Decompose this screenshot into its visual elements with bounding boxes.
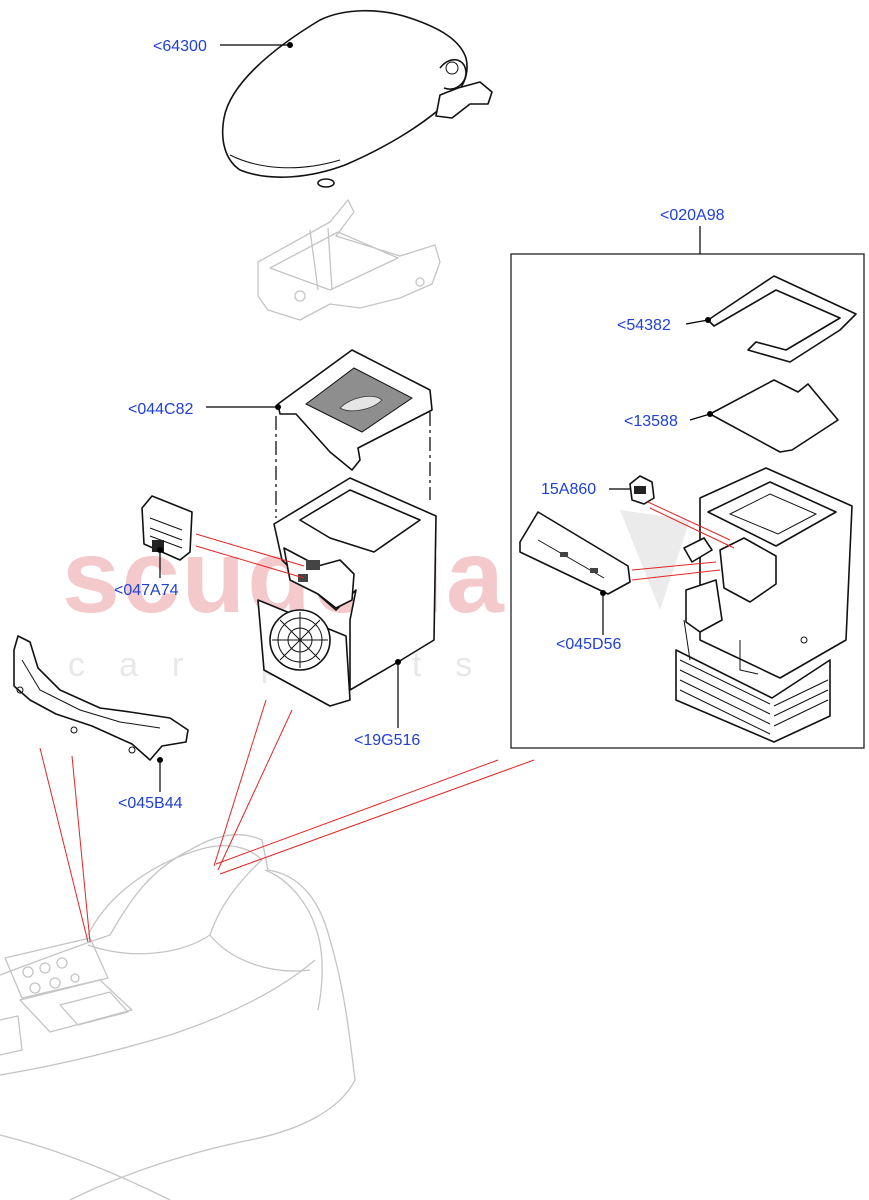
callout-54382[interactable]: <54382 <box>617 317 671 334</box>
cooler-unit-part[interactable] <box>620 467 853 743</box>
callout-64300[interactable]: <64300 <box>153 38 207 55</box>
seal-part[interactable] <box>707 275 857 363</box>
console-ghost-illustration <box>0 834 356 1200</box>
rear-bracket-part[interactable] <box>13 635 189 761</box>
callout-19g516[interactable]: <19G516 <box>354 732 420 749</box>
cooler-kit-frame <box>510 253 865 749</box>
callout-045b44[interactable]: <045B44 <box>118 795 183 812</box>
armrest-lid-part[interactable] <box>221 9 493 188</box>
callout-047a74[interactable]: <047A74 <box>114 582 179 599</box>
callout-15a860[interactable]: 15A860 <box>541 481 596 498</box>
switch-part[interactable] <box>629 475 655 505</box>
reference-lines <box>39 501 735 943</box>
trim-panel-part[interactable] <box>277 349 433 471</box>
callout-13588[interactable]: <13588 <box>624 413 678 430</box>
callout-045d56[interactable]: <045D56 <box>556 636 621 653</box>
callout-020a98[interactable]: <020A98 <box>660 207 725 224</box>
callout-044c82[interactable]: <044C82 <box>128 401 193 418</box>
callout-labels: <64300 <020A98 <54382 <13588 <044C82 15A… <box>114 38 725 812</box>
cooler-bracket-part[interactable] <box>519 511 631 595</box>
cooler-housing-part[interactable] <box>257 477 437 707</box>
mat-part[interactable] <box>709 379 839 453</box>
leader-lines <box>157 42 713 792</box>
armrest-frame-ghost <box>257 199 441 321</box>
cover-part[interactable] <box>141 495 193 561</box>
